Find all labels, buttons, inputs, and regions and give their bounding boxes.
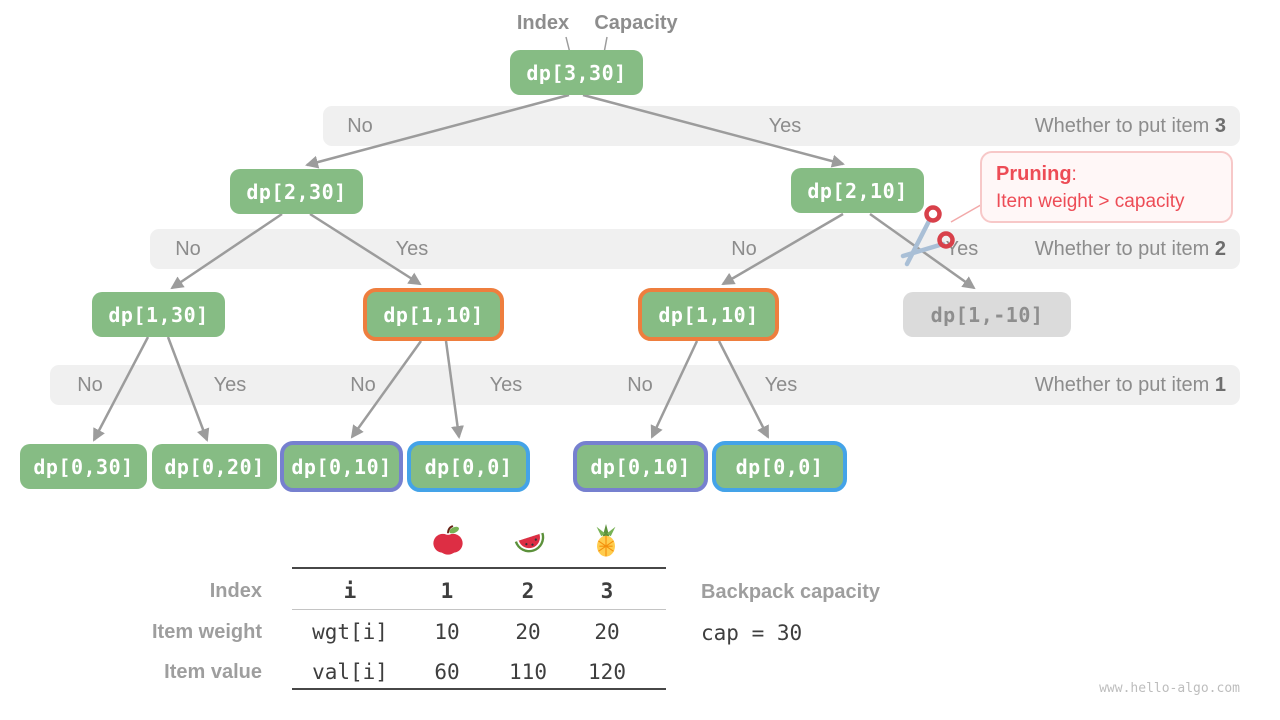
branch-label-yes: Yes [768,115,802,137]
edge-root-no [305,93,570,169]
dp-node-1-10-highlighted: dp[1,10] [363,288,504,341]
edge-1-10b-no [650,340,699,439]
dp-node-1-10-highlighted: dp[1,10] [638,288,779,341]
table-cell-index-3: 3 [600,579,614,603]
capacity-pointer-label: Capacity [594,12,678,34]
branch-label-yes: Yes [395,238,429,260]
watermelon-icon [514,532,545,553]
dp-node-2-10: dp[2,10] [791,168,924,213]
apple-icon [433,525,463,555]
pruning-title: Pruning [996,163,1072,185]
index-pointer-label: Index [516,12,570,34]
edge-1-30-no [92,336,150,442]
backpack-capacity-code: cap = 30 [701,621,803,645]
pruning-reason: Item weight > capacity [996,191,1185,212]
table-cell-val: val[i] [312,660,388,684]
table-mid-rule [292,609,666,610]
dp-node-0-30: dp[0,30] [20,444,147,489]
branch-label-yes: Yes [489,374,523,396]
branch-label-no: No [350,374,376,396]
scissors-icon [900,205,955,267]
branch-label-yes: Yes [764,374,798,396]
branch-label-no: No [175,238,201,260]
edge-1-30-yes [166,336,210,442]
decision-band-item-1: No Yes No Yes No Yes Whether to put item… [50,365,1240,405]
edge-2-30-no [170,212,283,290]
dp-node-0-10-purple: dp[0,10] [573,441,708,492]
decision-band-item-2: No Yes No Yes Whether to put item 2 [150,229,1240,269]
dp-node-2-30: dp[2,30] [230,169,363,214]
pruning-callout: Pruning: Item weight > capacity [980,151,1233,223]
dp-node-0-10-purple: dp[0,10] [280,441,403,492]
dp-node-0-0-blue: dp[0,0] [712,441,847,492]
table-cell-index-2: 2 [521,579,535,603]
branch-label-no: No [77,374,103,396]
table-cell-weight-2: 20 [515,620,541,644]
branch-label-no: No [347,115,373,137]
band-question: Whether to put item 2 [1034,238,1226,260]
table-bottom-rule [292,688,666,690]
backpack-capacity-label: Backpack capacity [701,581,881,603]
table-top-rule [292,567,666,569]
edge-1-10b-yes [717,340,770,439]
table-cell-weight-3: 20 [594,620,620,644]
table-cell-value-2: 110 [509,660,547,684]
row-header-weight: Item weight [151,621,262,643]
watermark: www.hello-algo.com [1099,681,1240,696]
edge-2-30-yes [309,212,422,286]
edge-1-10a-no [350,340,423,439]
table-cell-weight-1: 10 [434,620,460,644]
table-cell-value-1: 60 [434,660,460,684]
branch-label-yes: Yes [213,374,247,396]
dp-node-3-30: dp[3,30] [510,50,643,95]
edge-1-10a-yes [444,340,464,439]
table-cell-index-1: 1 [440,579,454,603]
table-cell-value-3: 120 [588,660,626,684]
table-cell-i: i [343,579,357,603]
dp-node-1-neg10-pruned: dp[1,-10] [903,292,1071,337]
row-header-value: Item value [164,661,262,683]
decision-band-item-3: No Yes Whether to put item 3 [323,106,1240,146]
table-cell-wgt: wgt[i] [312,620,388,644]
edge-root-yes [582,93,845,168]
branch-label-no: No [627,374,653,396]
dp-node-1-30: dp[1,30] [92,292,225,337]
edge-2-10-no [721,212,844,286]
row-header-index: Index [209,580,262,602]
band-question: Whether to put item 3 [1034,115,1226,137]
branch-label-no: No [731,238,757,260]
dp-node-0-20: dp[0,20] [152,444,277,489]
pineapple-icon [596,523,616,557]
band-question: Whether to put item 1 [1034,374,1226,396]
dp-node-0-0-blue: dp[0,0] [407,441,530,492]
